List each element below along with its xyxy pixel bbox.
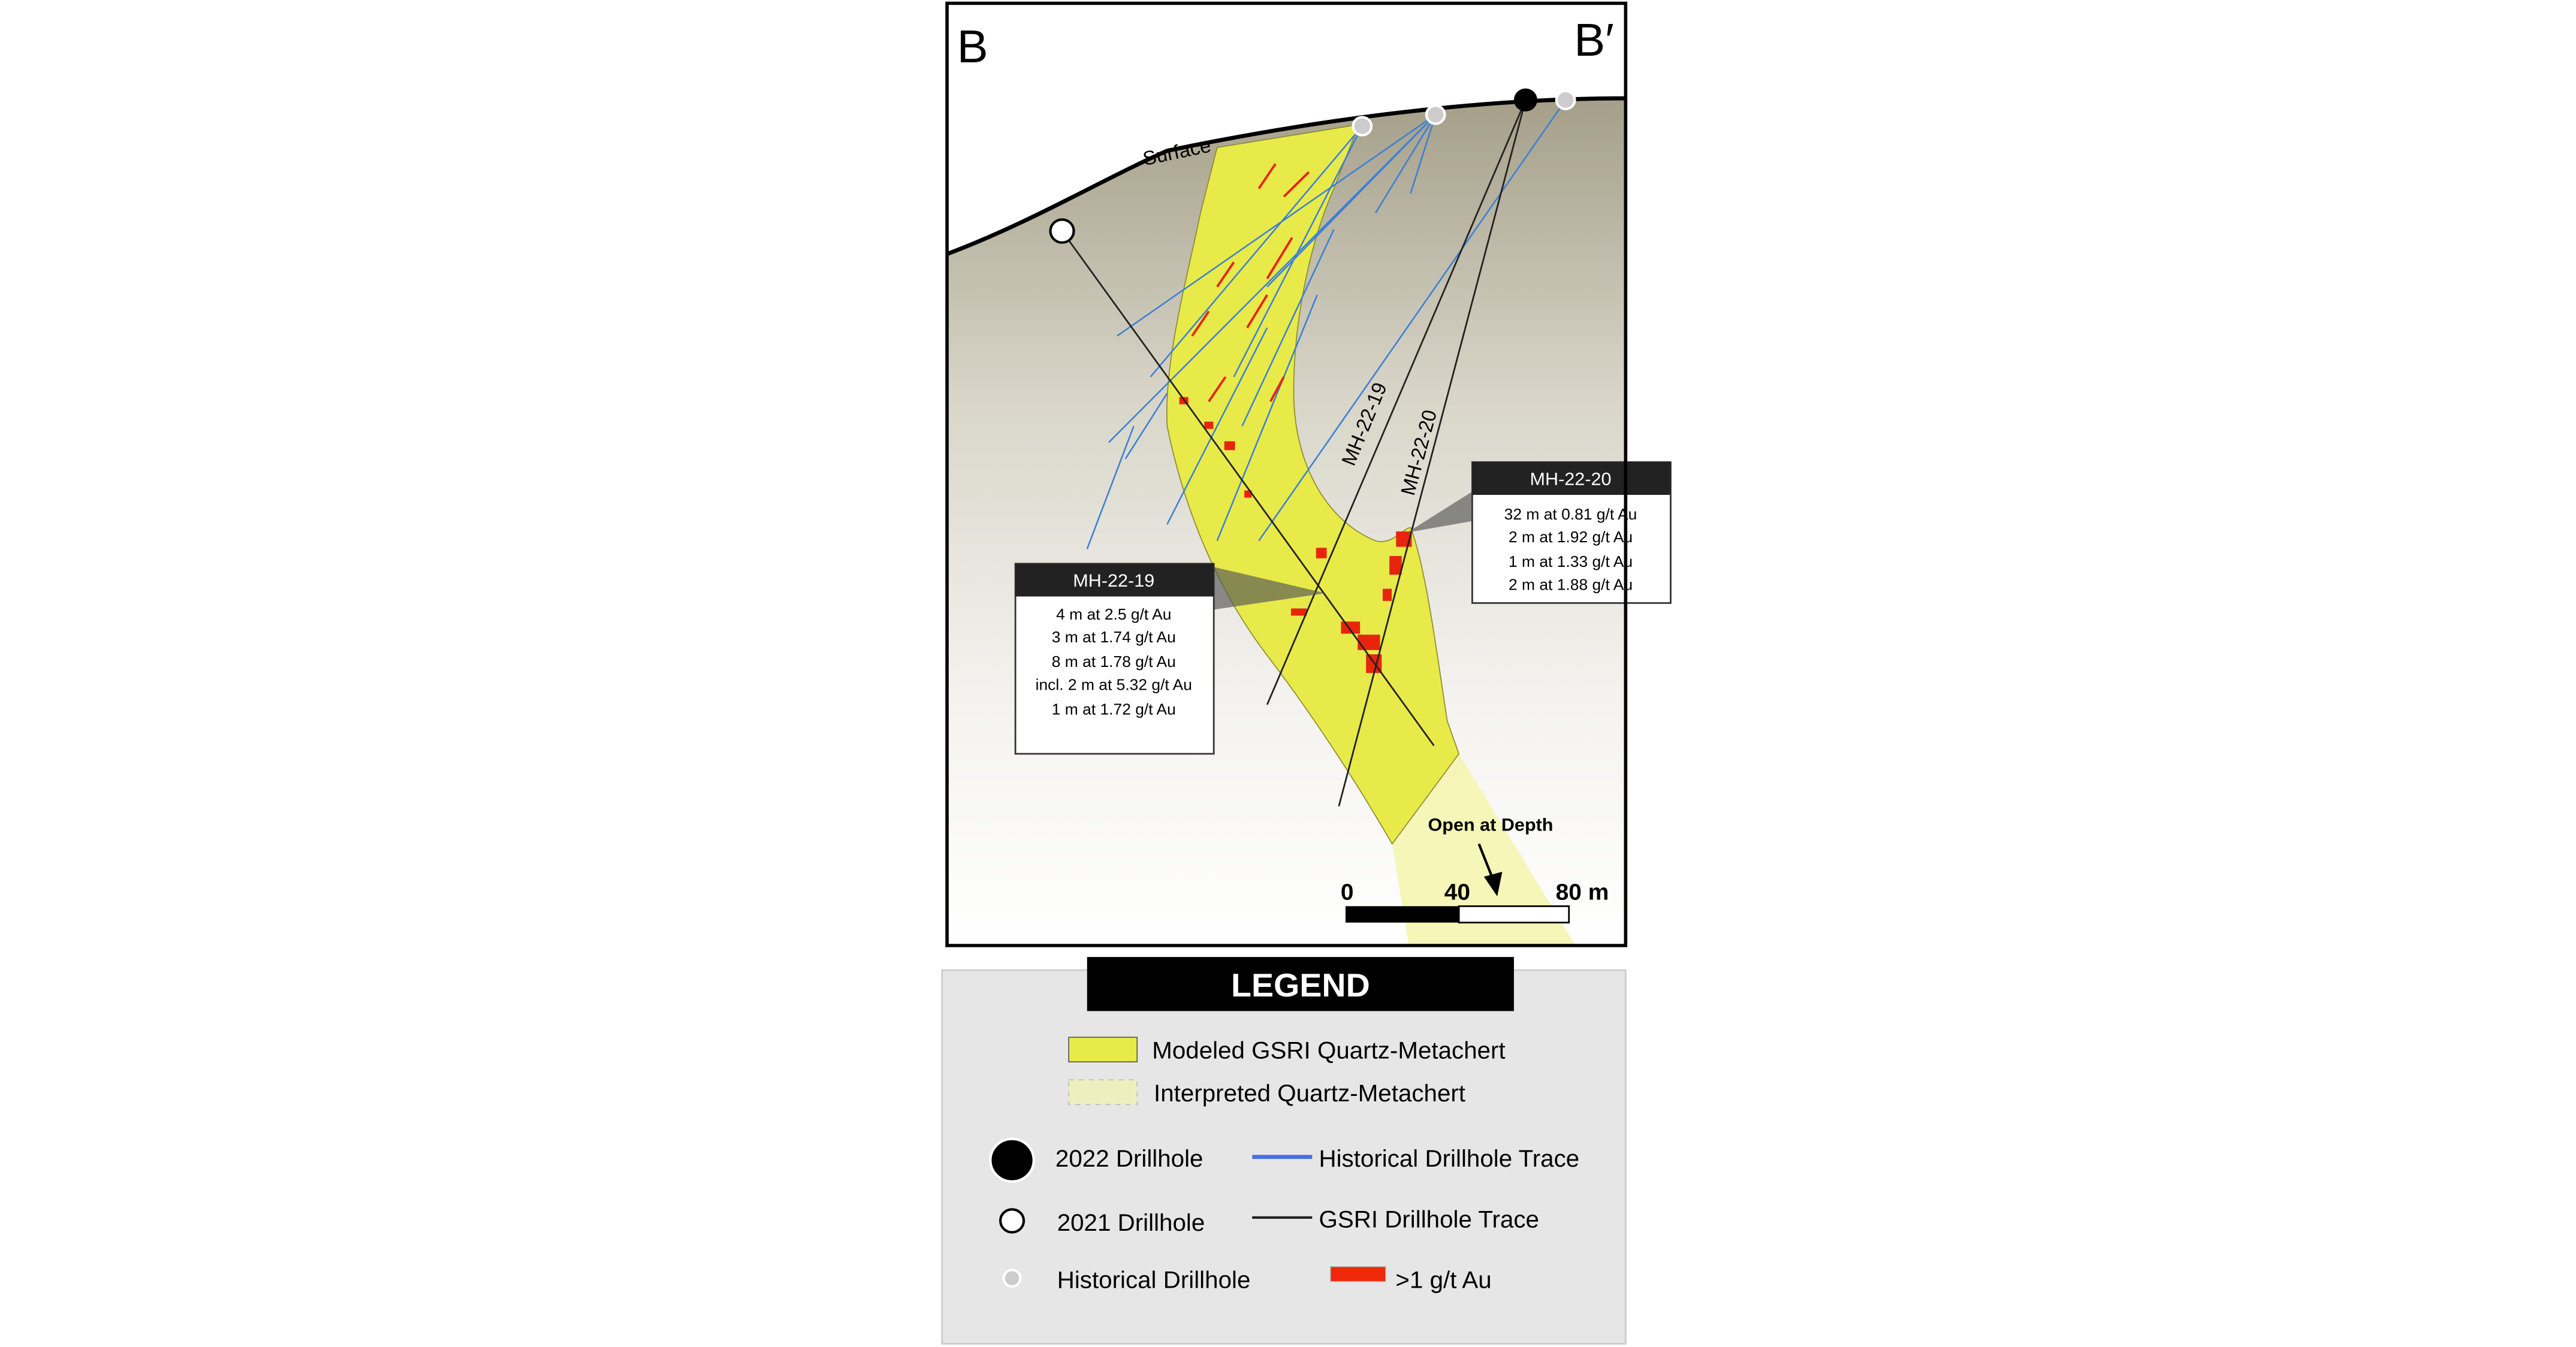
historical-drillhole-icon [1555,89,1576,110]
arrow-down-icon [1477,843,1503,896]
drillhole-2021-legend-icon [999,1208,1025,1234]
interpreted-quartz-metachert [1392,754,1576,946]
modeled-quartz-metachert [1166,123,1460,845]
historical-drillhole-traces [1086,99,1567,549]
callout-title: MH-22-19 [1073,571,1154,591]
surface-line [946,96,1626,256]
callout-line: 8 m at 1.78 g/t Au [1052,653,1176,671]
callout-line: 32 m at 0.81 g/t Au [1504,505,1637,523]
legend-label: Interpreted Quartz-Metachert [1154,1080,1465,1107]
scale-bar: 0 40 80 m [1341,880,1609,924]
section-panel: Surface [945,1,1672,947]
scale-tick: 80 m [1556,880,1609,905]
modeled-swatch-icon [1068,1037,1138,1062]
callout-mh-22-20: MH-22-20 32 m at 0.81 g/t Au 2 m at 1.92… [1407,461,1672,604]
callout-title: MH-22-20 [1530,470,1612,490]
legend-label: 2022 Drillhole [1055,1146,1203,1172]
historical-drillhole-icon [1352,116,1373,137]
assay-legend-icon [1330,1266,1386,1282]
interpreted-swatch-icon [1068,1079,1138,1106]
historical-drillhole-icon [1425,104,1446,125]
callout-line: 1 m at 1.72 g/t Au [1052,700,1176,718]
drillhole-2021-icon [1049,218,1075,244]
legend-label: GSRI Drillhole Trace [1319,1207,1539,1233]
callout-line: 3 m at 1.74 g/t Au [1052,628,1176,646]
legend-label: Historical Drillhole [1057,1267,1251,1294]
legend-label: >1 g/t Au [1395,1267,1491,1294]
callout-line: incl. 2 m at 5.32 g/t Au [1036,676,1192,694]
legend-title: LEGEND [1231,967,1370,1003]
callout-mh-22-19: MH-22-19 4 m at 2.5 g/t Au 3 m at 1.74 g… [1014,563,1326,755]
trace-2021 [1061,230,1435,747]
callout-line: 1 m at 1.33 g/t Au [1509,552,1633,570]
section-label-b: B [957,22,988,73]
gsri-drillhole-traces [1061,99,1527,807]
callout-line: 2 m at 1.88 g/t Au [1509,576,1633,594]
callout-line: 2 m at 1.92 g/t Au [1509,528,1633,546]
callout-line: 4 m at 2.5 g/t Au [1056,605,1171,623]
historical-drillhole-legend-icon [1002,1269,1022,1288]
legend-label: Modeled GSRI Quartz-Metachert [1152,1038,1505,1064]
drillhole-2022-legend-icon [989,1137,1035,1183]
trace-mh-22-19 [1266,99,1527,705]
trace-mh-22-20 [1338,99,1527,807]
section-label-b-prime: B′ [1574,15,1614,66]
drillhole-2022-icon [1513,88,1537,111]
scale-tick: 40 [1444,880,1470,905]
scale-tick: 0 [1341,880,1354,905]
legend-label: 2021 Drillhole [1057,1210,1205,1236]
legend-label: Historical Drillhole Trace [1319,1146,1579,1172]
legend: LEGEND Modeled GSRI Quartz-Metachert Int… [941,957,1627,1345]
open-at-depth-label: Open at Depth [1428,816,1553,835]
